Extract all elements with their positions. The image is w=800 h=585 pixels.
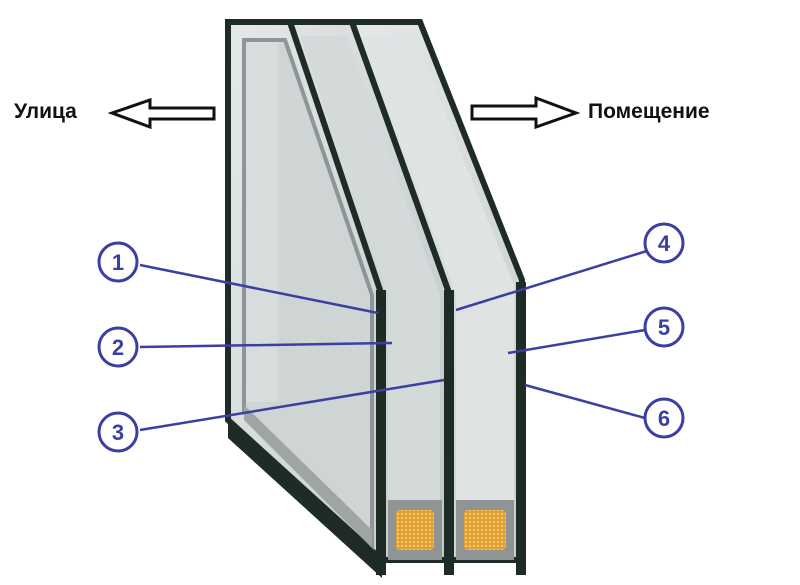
spacer-bar-2 bbox=[456, 500, 514, 560]
frame-bottom bbox=[228, 420, 382, 578]
callout-1: 1 bbox=[97, 241, 139, 283]
spacer-channel-bottom bbox=[244, 405, 372, 548]
callout-4: 4 bbox=[643, 222, 685, 264]
label-outside: Улица bbox=[14, 100, 77, 123]
callout-number-3: 3 bbox=[112, 420, 124, 445]
window-frame bbox=[225, 19, 526, 578]
glass-edge-2 bbox=[444, 290, 454, 575]
spacer-bar-1 bbox=[388, 500, 442, 560]
callout-line-3 bbox=[139, 378, 445, 432]
spacer-strip-left bbox=[246, 42, 278, 402]
glass-edge-3 bbox=[516, 282, 526, 575]
glass-edge-1 bbox=[376, 290, 386, 575]
arrow-left-outside bbox=[107, 97, 216, 130]
callout-number-4: 4 bbox=[658, 231, 671, 256]
callout-line-6 bbox=[524, 383, 646, 420]
callout-number-5: 5 bbox=[658, 315, 670, 340]
callout-5: 5 bbox=[643, 306, 685, 348]
pane-inner-glass bbox=[362, 36, 514, 545]
arrow-right-inside bbox=[470, 95, 581, 130]
callout-6: 6 bbox=[643, 397, 685, 439]
pane-middle-glass bbox=[300, 36, 440, 545]
callout-number-1: 1 bbox=[112, 250, 124, 275]
callout-line-2 bbox=[139, 341, 393, 349]
label-inside: Помещение bbox=[588, 100, 710, 123]
callout-line-5 bbox=[507, 328, 646, 355]
callout-line-1 bbox=[139, 263, 379, 315]
callout-line-4 bbox=[455, 248, 651, 312]
callout-number-2: 2 bbox=[112, 335, 124, 360]
callout-lines bbox=[139, 248, 651, 432]
callout-3: 3 bbox=[97, 411, 139, 453]
callout-number-6: 6 bbox=[658, 406, 670, 431]
callout-2: 2 bbox=[97, 326, 139, 368]
